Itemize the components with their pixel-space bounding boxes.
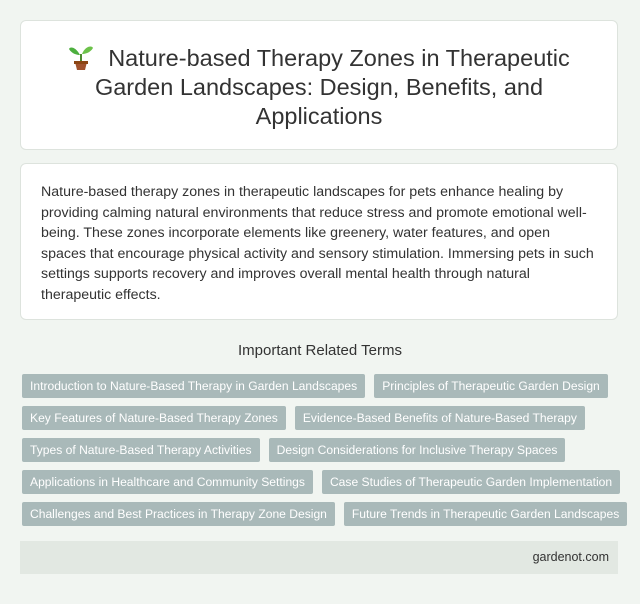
related-term-tag[interactable]: Applications in Healthcare and Community… — [22, 470, 313, 494]
page-title-text: Nature-based Therapy Zones in Therapeuti… — [94, 45, 570, 129]
related-term-tag[interactable]: Evidence-Based Benefits of Nature-Based … — [294, 406, 585, 430]
title-card: Nature-based Therapy Zones in Therapeuti… — [20, 20, 618, 150]
footer-site-link[interactable]: gardenot.com — [532, 550, 609, 564]
tag-row: Applications in Healthcare and Community… — [22, 470, 622, 494]
tag-row: Challenges and Best Practices in Therapy… — [22, 502, 628, 526]
tag-row: Types of Nature-Based Therapy Activities… — [22, 438, 622, 462]
related-terms-heading: Important Related Terms — [238, 342, 402, 359]
related-term-tag[interactable]: Introduction to Nature-Based Therapy in … — [22, 374, 366, 398]
sprout-icon — [68, 43, 94, 71]
related-term-tag[interactable]: Design Considerations for Inclusive Ther… — [268, 438, 566, 462]
footer: gardenot.com — [20, 541, 618, 574]
tag-row: Key Features of Nature-Based Therapy Zon… — [22, 406, 622, 430]
tag-row: Introduction to Nature-Based Therapy in … — [22, 374, 622, 398]
related-term-tag[interactable]: Challenges and Best Practices in Therapy… — [22, 502, 335, 526]
description-text: Nature-based therapy zones in therapeuti… — [41, 184, 594, 303]
description-card: Nature-based therapy zones in therapeuti… — [20, 163, 618, 320]
related-term-tag[interactable]: Principles of Therapeutic Garden Design — [374, 374, 608, 398]
related-term-tag[interactable]: Types of Nature-Based Therapy Activities — [22, 438, 260, 462]
related-term-tag[interactable]: Future Trends in Therapeutic Garden Land… — [343, 502, 628, 526]
page-title: Nature-based Therapy Zones in Therapeuti… — [51, 43, 587, 131]
related-term-tag[interactable]: Key Features of Nature-Based Therapy Zon… — [22, 406, 286, 430]
related-terms-list: Introduction to Nature-Based Therapy in … — [22, 374, 628, 534]
related-term-tag[interactable]: Case Studies of Therapeutic Garden Imple… — [321, 470, 621, 494]
